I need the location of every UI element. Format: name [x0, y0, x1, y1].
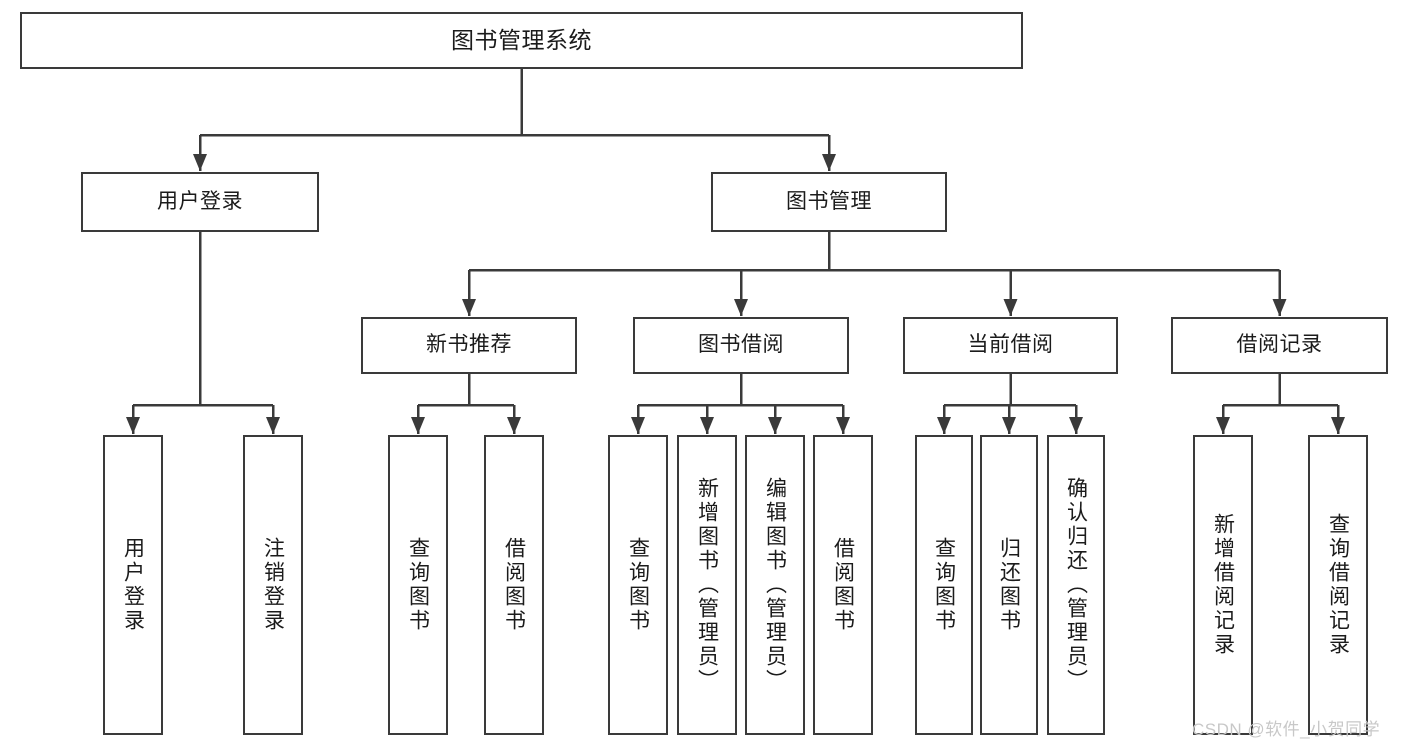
node-label: 借阅图书 [502, 537, 526, 633]
arrow-head-leaf-ret [1002, 417, 1016, 434]
node-leaf-ret[interactable]: 归还图书 [980, 435, 1038, 735]
node-label: 图书借阅 [698, 333, 784, 357]
node-label: 用户登录 [157, 189, 243, 213]
node-current[interactable]: 当前借阅 [903, 317, 1118, 374]
node-login[interactable]: 用户登录 [81, 172, 319, 232]
node-label: 查询图书 [406, 537, 430, 633]
node-leaf-add[interactable]: 新增图书（管理员） [677, 435, 737, 735]
node-label: 查询图书 [626, 537, 650, 633]
arrow-head-leaf-b1 [507, 417, 521, 434]
node-leaf-login[interactable]: 用户登录 [103, 435, 163, 735]
node-label: 查询图书 [932, 537, 956, 633]
arrow-head-leaf-addrec [1216, 417, 1230, 434]
node-label: 当前借阅 [967, 333, 1054, 357]
arrow-head-leaf-conf [1069, 417, 1083, 434]
node-root[interactable]: 图书管理系统 [20, 12, 1023, 69]
node-newbook[interactable]: 新书推荐 [361, 317, 577, 374]
arrow-head-bookmgmt [822, 154, 836, 171]
csdn-watermark: CSDN @软件_小贺同学 [1192, 720, 1381, 739]
node-leaf-q2[interactable]: 查询图书 [608, 435, 668, 735]
arrow-head-leaf-q2 [631, 417, 645, 434]
node-leaf-logout[interactable]: 注销登录 [243, 435, 303, 735]
node-label: 借阅记录 [1236, 333, 1323, 357]
arrow-head-newbook [462, 299, 476, 316]
node-leaf-q3[interactable]: 查询图书 [915, 435, 973, 735]
arrow-head-login [193, 154, 207, 171]
arrow-head-leaf-logout [266, 417, 280, 434]
node-leaf-qrec[interactable]: 查询借阅记录 [1308, 435, 1368, 735]
node-label: 新增图书（管理员） [695, 477, 719, 693]
node-label: 图书管理 [786, 189, 872, 213]
arrow-head-leaf-b2 [836, 417, 850, 434]
node-records[interactable]: 借阅记录 [1171, 317, 1388, 374]
node-bookmgmt[interactable]: 图书管理 [711, 172, 947, 232]
node-leaf-edit[interactable]: 编辑图书（管理员） [745, 435, 805, 735]
node-label: 注销登录 [261, 537, 285, 633]
arrow-head-leaf-edit [768, 417, 782, 434]
node-leaf-addrec[interactable]: 新增借阅记录 [1193, 435, 1253, 735]
node-label: 图书管理系统 [451, 26, 592, 53]
arrow-head-leaf-qrec [1331, 417, 1345, 434]
node-label: 借阅图书 [831, 537, 855, 633]
node-label: 编辑图书（管理员） [763, 477, 787, 693]
arrow-head-records [1272, 299, 1287, 316]
node-label: 用户登录 [121, 537, 145, 633]
node-label: 新书推荐 [426, 333, 512, 357]
node-leaf-q1[interactable]: 查询图书 [388, 435, 448, 735]
node-leaf-conf[interactable]: 确认归还（管理员） [1047, 435, 1105, 735]
arrow-head-leaf-add [700, 417, 714, 434]
node-label: 归还图书 [997, 537, 1021, 633]
node-label: 新增借阅记录 [1211, 513, 1235, 657]
arrow-head-current [1003, 299, 1018, 316]
arrow-head-leaf-q1 [411, 417, 425, 434]
arrow-head-leaf-q3 [937, 417, 951, 434]
arrow-head-leaf-login [126, 417, 140, 434]
node-label: 查询借阅记录 [1326, 513, 1350, 657]
node-leaf-b2[interactable]: 借阅图书 [813, 435, 873, 735]
node-label: 确认归还（管理员） [1064, 477, 1088, 693]
node-leaf-b1[interactable]: 借阅图书 [484, 435, 544, 735]
node-borrow[interactable]: 图书借阅 [633, 317, 849, 374]
arrow-head-borrow [734, 299, 748, 316]
